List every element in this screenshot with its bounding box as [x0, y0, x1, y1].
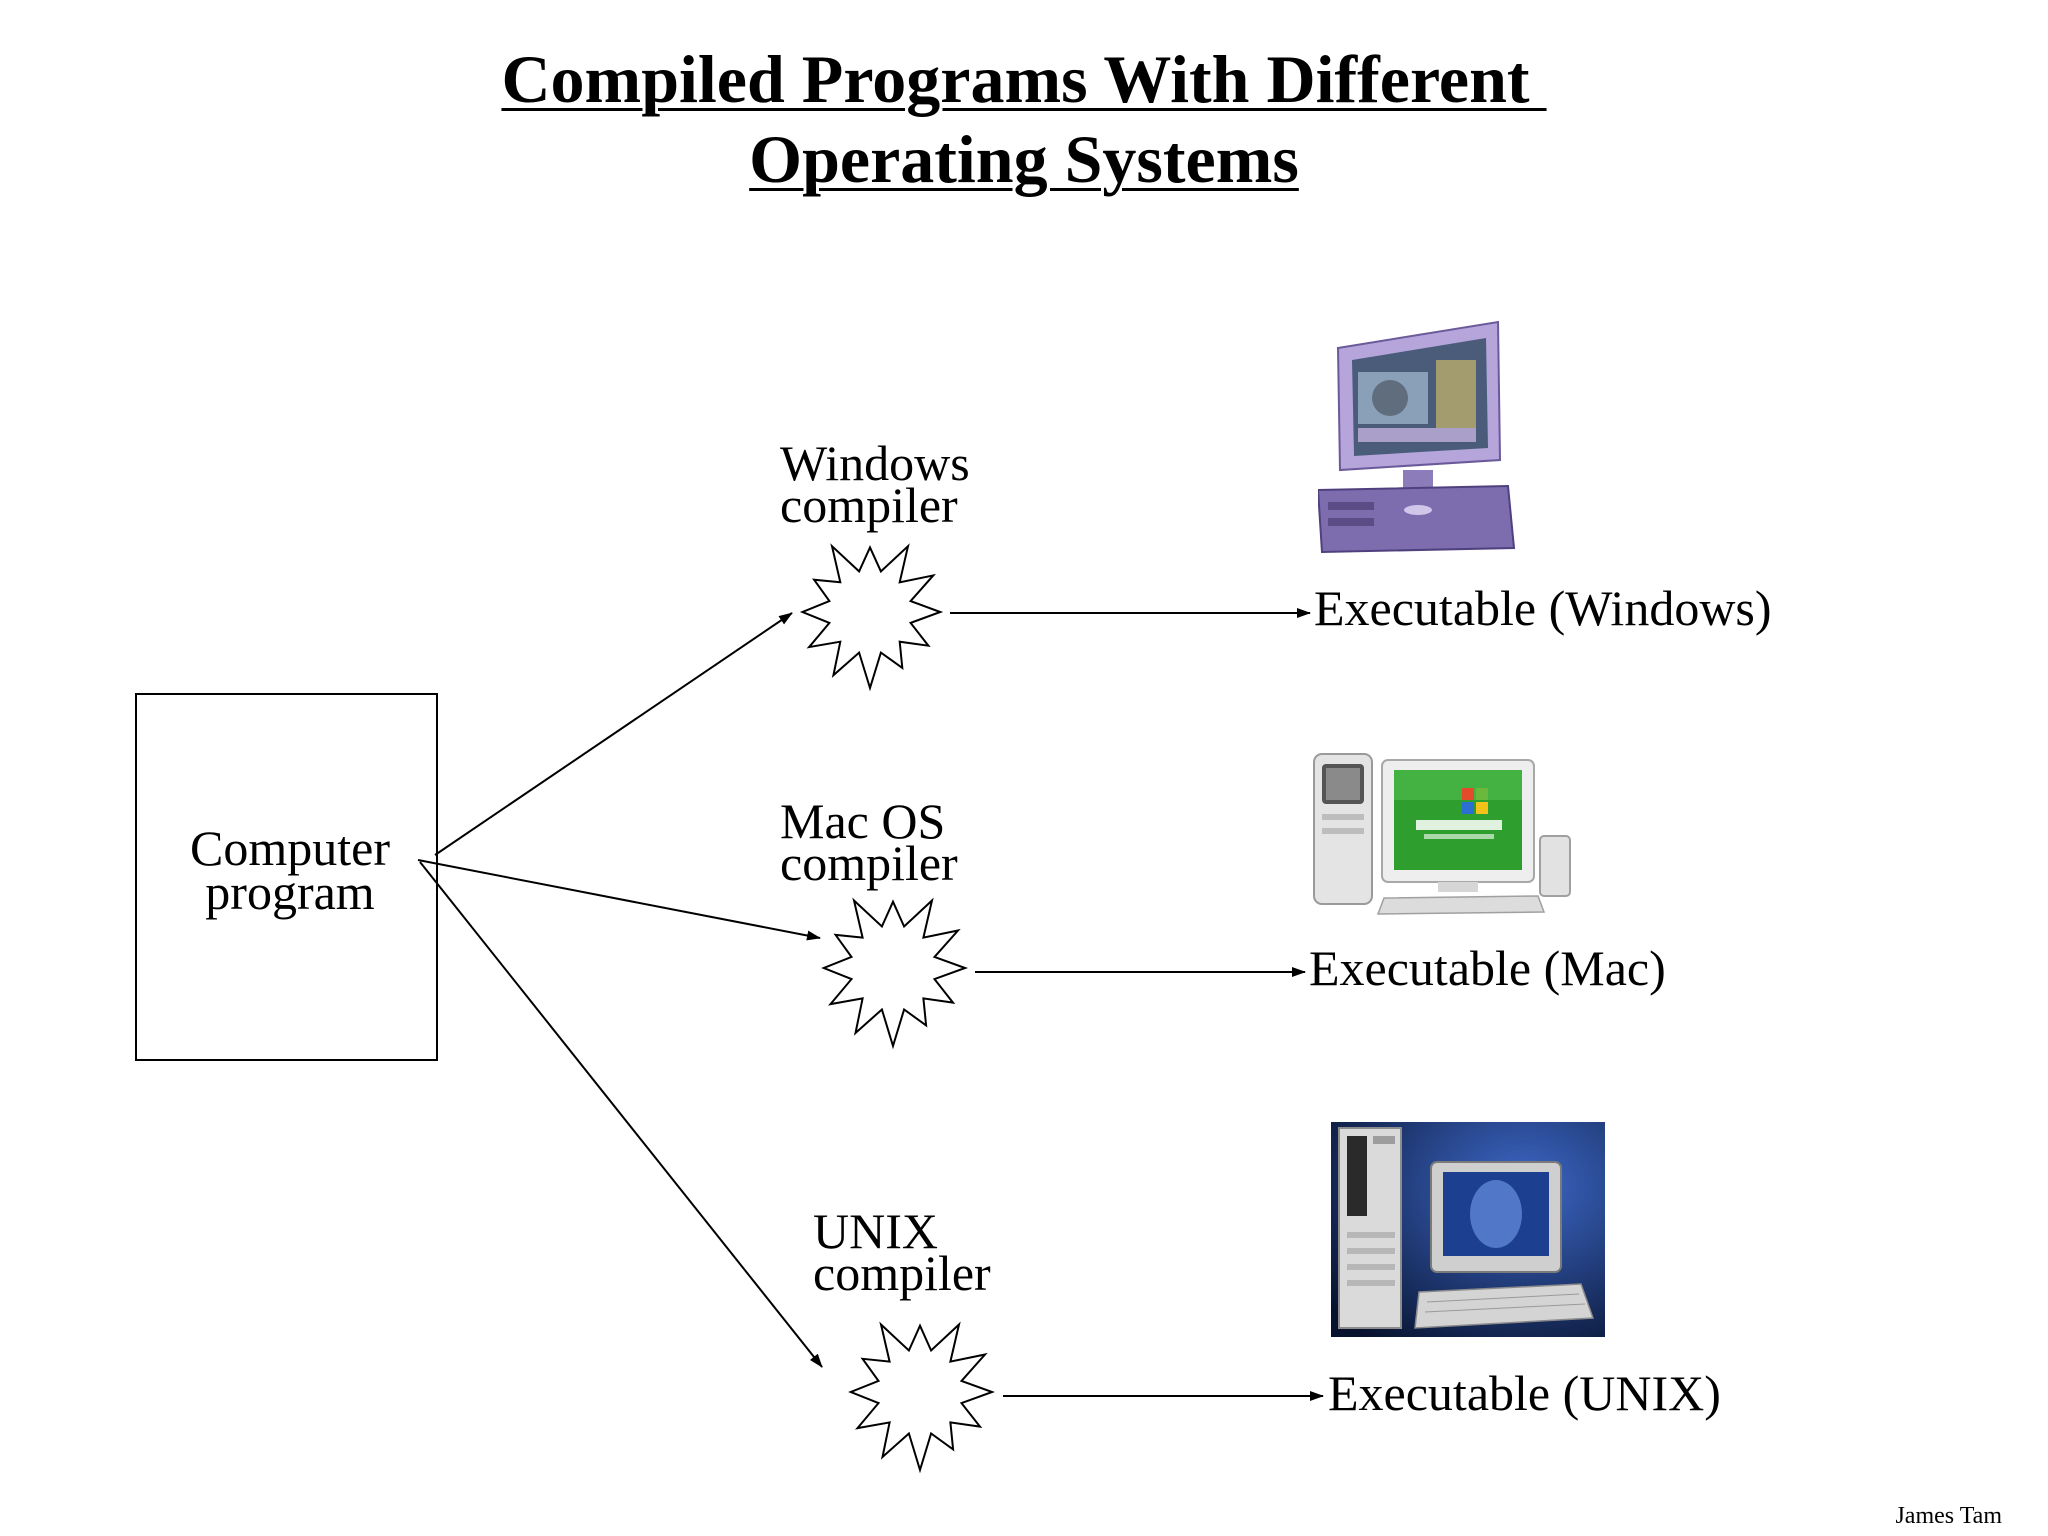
page-title-line-2: Operating Systems: [749, 121, 1299, 197]
computer-program-box: [135, 693, 438, 1061]
windows-compiler-label: Windows compiler: [780, 435, 970, 533]
computer-program-label: Computer program: [140, 820, 440, 920]
windows-compiler-starburst-icon: [799, 543, 944, 692]
page-title-line-1: Compiled Programs With Different: [501, 41, 1547, 117]
windows-xp-pc-icon: [1313, 753, 1571, 915]
executable-windows-label: Executable (Windows): [1314, 580, 1772, 636]
program-label-line-1: Computer: [190, 820, 390, 876]
unix-compiler-starburst-icon: [848, 1321, 996, 1474]
executable-unix-label: Executable (UNIX): [1328, 1365, 1721, 1421]
mac-compiler-label-line-1: Mac OS: [780, 793, 946, 849]
mac-compiler-label-line-2: compiler: [780, 835, 958, 891]
arrow-program-to-mac-compiler: [417, 859, 821, 941]
author-credit: James Tam: [1895, 1503, 2002, 1529]
unix-compiler-label-line-2: compiler: [813, 1245, 991, 1301]
unix-compiler-label-line-1: UNIX: [813, 1203, 938, 1259]
arrow-program-to-unix-compiler: [419, 861, 823, 1368]
desktop-pc-icon: [1331, 1122, 1605, 1337]
mac-compiler-starburst-icon: [821, 897, 969, 1050]
windows-compiler-label-line-2: compiler: [780, 477, 958, 533]
unix-compiler-label: UNIX compiler: [813, 1203, 991, 1301]
windows-compiler-label-line-1: Windows: [780, 435, 970, 491]
arrow-program-to-windows-compiler: [434, 612, 793, 856]
executable-mac-label: Executable (Mac): [1309, 940, 1666, 996]
program-label-line-2: program: [205, 864, 375, 920]
sun-workstation-icon: [1318, 320, 1516, 554]
mac-compiler-label: Mac OS compiler: [780, 793, 958, 891]
